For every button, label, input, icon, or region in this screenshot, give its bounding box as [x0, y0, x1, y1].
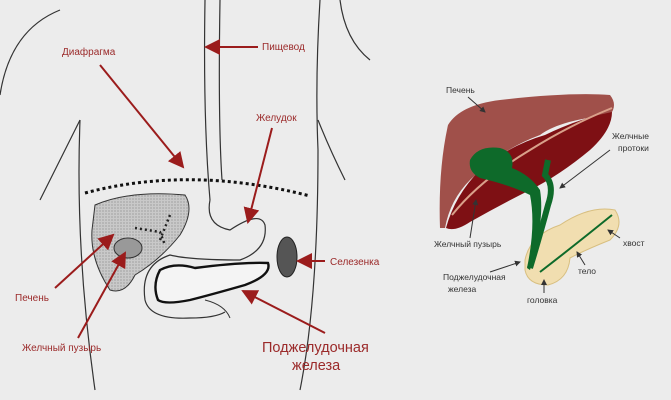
stomach-outline [143, 199, 266, 319]
gallbladder-shape [113, 237, 143, 259]
body-outline [0, 0, 371, 391]
label-diaphragm: Диафрагма [62, 46, 116, 58]
arrows-right [467, 96, 621, 293]
right-label-tail: хвост [623, 238, 645, 248]
right-label-pancreas-2: железа [448, 284, 477, 294]
pancreas-outline [154, 261, 270, 304]
label-spleen: Селезенка [330, 257, 380, 268]
label-pancreas-2: железа [292, 358, 341, 374]
liver-right-upper [439, 94, 614, 228]
right-label-ducts-1: Желчные [612, 131, 649, 141]
liver-edge [451, 107, 613, 216]
label-pancreas-1: Поджелудочная [262, 340, 369, 356]
spleen-shape [276, 236, 298, 278]
pancreatic-duct [539, 214, 613, 273]
bile-duct [527, 159, 554, 269]
ducts-dotted [134, 214, 172, 246]
right-label-pancreas-1: Поджелудочная [443, 272, 506, 282]
arrows-left [54, 39, 326, 339]
label-gallbladder: Желчный пузырь [22, 343, 101, 354]
right-label-gallbladder: Желчный пузырь [434, 239, 502, 249]
right-label-head: головка [527, 295, 558, 305]
label-esophagus: Пищевод [262, 42, 305, 53]
label-liver: Печень [15, 293, 49, 304]
gallbladder-ducts-right [469, 147, 542, 270]
label-stomach: Желудок [256, 113, 297, 124]
right-label-liver: Печень [446, 85, 475, 95]
right-label-body: тело [578, 266, 596, 276]
diaphragm-line [84, 178, 311, 198]
right-label-ducts-2: протоки [618, 143, 649, 153]
liver-right-lower [446, 112, 612, 230]
